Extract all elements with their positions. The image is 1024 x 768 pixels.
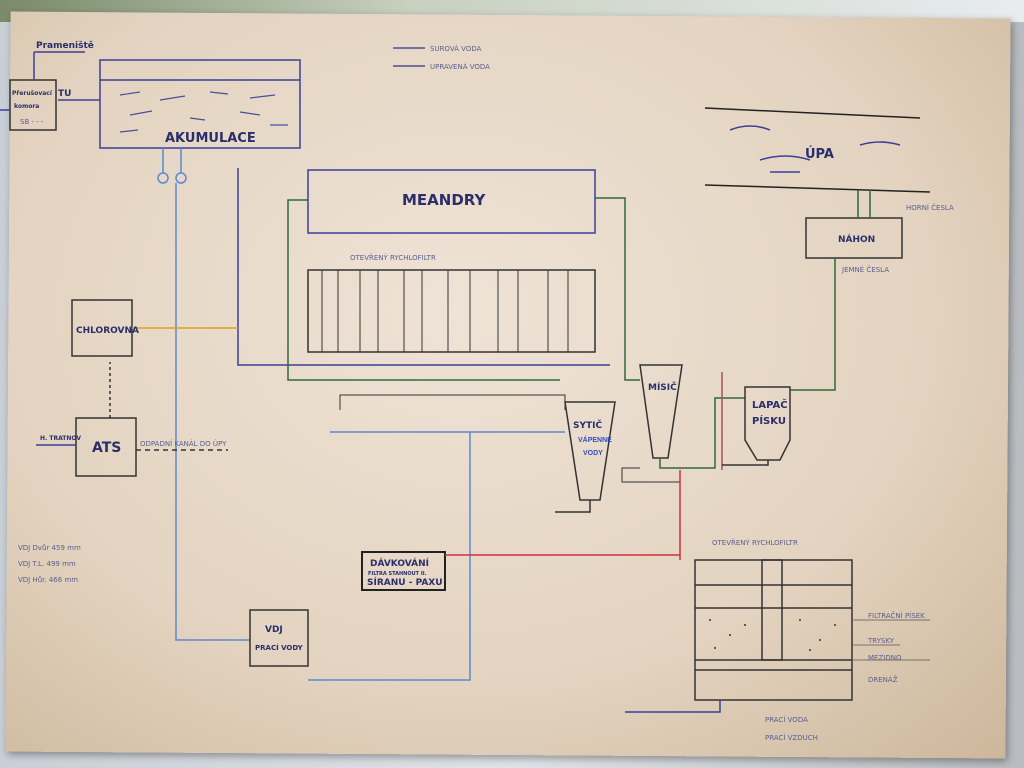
- drain-label: ODPADNÍ KANÁL DO ÚPY: [140, 439, 227, 448]
- accumulation-label: AKUMULACE: [165, 131, 256, 146]
- ats-label: ATS: [92, 440, 121, 456]
- saturator-vessel: [564, 401, 616, 501]
- drainage-label: DRENÁŽ: [868, 675, 898, 684]
- false-bottom-label: MEZIDNO: [868, 654, 902, 662]
- legend-raw-label: SUROVÁ VODA: [430, 44, 482, 53]
- break-chamber-box: [9, 79, 57, 131]
- level-note: VDJ Hůr. 466 mm: [18, 576, 78, 584]
- saturator-label-2: VÁPENNÉ: [578, 435, 612, 444]
- rapid-filter-bank: [307, 269, 596, 353]
- dosing-box: [361, 551, 446, 591]
- break-chamber-label: Přerušovací: [12, 90, 53, 97]
- meanders-label: MEANDRY: [402, 191, 487, 209]
- break-chamber-note: SB - - -: [20, 118, 44, 126]
- wash-water-tank: [249, 609, 309, 667]
- accumulation-tank: [99, 59, 301, 149]
- meanders-tank: [307, 169, 596, 234]
- wash-tank-label-2: PRACÍ VODY: [255, 643, 304, 652]
- headrace-label: NÁHON: [838, 233, 875, 245]
- level-note: VDJ T.L. 499 mm: [18, 560, 76, 568]
- wash-air-label: PRACÍ VZDUCH: [765, 733, 818, 742]
- filter-detail-drawing: [625, 559, 853, 713]
- upper-screen-label: HORNÍ ČESLA: [906, 203, 954, 212]
- sand-trap-vessel: [744, 386, 791, 461]
- dosing-note: FILTRA STAHNOUT II.: [368, 571, 427, 577]
- ats-box: [75, 417, 137, 477]
- filter-detail-title: OTEVŘENÝ RYCHLOFILTR: [712, 538, 798, 547]
- dosing-label-2: SÍRANU - PAXU: [367, 576, 443, 588]
- break-chamber-label-2: komora: [14, 103, 39, 110]
- dosing-label: DÁVKOVÁNÍ: [370, 557, 430, 569]
- tu-label: TU: [58, 89, 71, 99]
- sand-trap-label-2: PÍSKU: [752, 414, 786, 427]
- sand-trap-label: LAPAČ: [752, 398, 788, 411]
- saturator-label-3: VODY: [583, 450, 603, 457]
- chlorination-label: CHLOROVNA: [76, 326, 139, 336]
- ats-output-label: H. TRATNOV: [40, 435, 81, 442]
- wash-tank-label: VDJ: [265, 625, 283, 635]
- headrace-box: [805, 217, 903, 259]
- fine-screen-label: JEMNÉ ČESLA: [841, 265, 889, 274]
- mixer-label: MÍSIČ: [648, 381, 677, 393]
- legend-treated-label: UPRAVENÁ VODA: [430, 62, 490, 71]
- wash-water-label: PRACÍ VODA: [765, 715, 808, 724]
- filter-sand-label: FILTRAČNÍ PÍSEK: [868, 611, 925, 620]
- level-note: VDJ Dvůr 459 mm: [18, 544, 81, 552]
- river-label: ÚPA: [805, 146, 834, 162]
- mixer-vessel: [639, 364, 683, 459]
- saturator-label: SYTIČ: [573, 419, 602, 431]
- source-label: Prameniště: [36, 40, 94, 51]
- nozzles-label: TRYSKY: [867, 637, 895, 645]
- rapid-filter-label: OTEVŘENÝ RYCHLOFILTR: [350, 253, 436, 262]
